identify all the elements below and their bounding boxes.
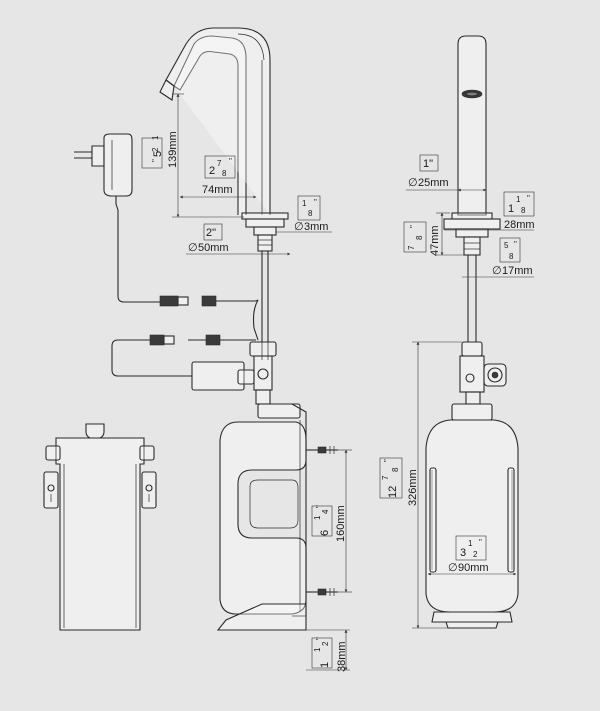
tank-height-den: 8 — [391, 467, 400, 472]
dim-spout-reach: 2 7 8 " 74mm — [179, 155, 257, 199]
bracket-num: 1 — [313, 515, 322, 520]
tank-height-whole: 12 — [387, 486, 399, 498]
diameter-icon: ∅ — [408, 177, 418, 189]
diameter-icon: ∅ — [294, 221, 304, 233]
diameter-icon: ∅ — [448, 562, 458, 574]
base-height-q: " — [409, 225, 418, 228]
foot-den: 2 — [321, 641, 330, 646]
body-dia-mm: 25mm — [418, 177, 449, 189]
tank-height-mm: 326mm — [407, 469, 419, 506]
base-height-mm: 47mm — [429, 225, 441, 256]
spout-reach-mm: 74mm — [202, 184, 233, 196]
tank-width-q: " — [479, 538, 482, 547]
bracket-mm: 160mm — [335, 505, 347, 542]
thread-mm: 3mm — [304, 221, 328, 233]
diameter-icon: ∅ — [188, 242, 198, 254]
base-height-den: 8 — [415, 235, 424, 240]
flange-num: 1 — [516, 195, 521, 204]
dim-base-height: 7 8 " 47mm — [403, 212, 464, 256]
thread-num: 1 — [302, 199, 307, 208]
spout-height-q: " — [151, 159, 160, 162]
shank-mm: 17mm — [502, 265, 533, 277]
base-height-num: 7 — [407, 245, 416, 250]
faucet-side-view — [111, 27, 289, 405]
base-dia-inch: 2" — [206, 227, 216, 239]
spout-reach-den: 8 — [222, 169, 227, 178]
dim-base-dia: 2" ∅ 50mm — [186, 223, 291, 256]
dim-bracket-spacing: 6 1 4 " 160mm — [311, 449, 352, 593]
foot-q: " — [315, 637, 324, 640]
shank-den: 8 — [509, 252, 514, 261]
tank-width-num: 1 — [468, 539, 473, 548]
shank-num: 5 — [504, 241, 509, 250]
power-adapter — [74, 133, 259, 307]
tank-height-q: " — [383, 459, 392, 462]
shank-q: " — [514, 240, 517, 249]
dim-flange-dia: 1 1 8 " 28mm — [444, 191, 535, 231]
dim-foot-height: 1 1 2 " 38mm — [306, 629, 350, 672]
tank-width-den: 2 — [473, 550, 478, 559]
dim-spout-height: 139mm 5 1 2 " — [141, 93, 244, 218]
tank-height-num: 7 — [381, 475, 390, 480]
spout-reach-num: 7 — [217, 159, 222, 168]
flange-q: " — [527, 194, 530, 203]
tank-cover-view — [43, 423, 157, 631]
bracket-den: 4 — [321, 509, 330, 514]
wall-screw-top — [306, 446, 338, 454]
diameter-icon: ∅ — [492, 265, 502, 277]
dim-shank-dia: 5 8 " ∅ 17mm — [462, 237, 534, 278]
faucet-front-view — [425, 35, 519, 629]
spout-reach-whole: 2 — [209, 165, 215, 177]
spout-height-num: 1 — [151, 135, 160, 140]
foot-whole: 1 — [319, 662, 331, 668]
dim-tank-height: 12 7 8 " 326mm — [379, 341, 462, 629]
flange-den: 8 — [521, 206, 526, 215]
thread-q: " — [314, 198, 317, 207]
dim-tank-width: 3 1 2 " ∅ 90mm — [427, 535, 517, 576]
tank-side-view — [216, 403, 338, 631]
foot-mm: 38mm — [336, 641, 348, 672]
flange-mm: 28mm — [504, 219, 535, 231]
spout-reach-q: " — [229, 157, 232, 166]
bracket-q: " — [315, 505, 324, 508]
wall-screw-bottom — [306, 588, 338, 596]
body-dia-inch: 1" — [423, 158, 433, 170]
foot-num: 1 — [313, 647, 322, 652]
dim-body-dia: 1" ∅ 25mm — [406, 154, 487, 192]
bracket-whole: 6 — [319, 530, 331, 536]
spout-height-mm: 139mm — [167, 131, 179, 168]
tank-width-whole: 3 — [460, 547, 466, 559]
spout-height-whole: 5 — [152, 151, 164, 157]
spout-height-den: 2 — [151, 147, 160, 152]
thread-den: 8 — [308, 209, 313, 218]
base-dia-mm: 50mm — [198, 242, 229, 254]
tank-width-mm: 90mm — [458, 562, 489, 574]
flange-whole: 1 — [508, 203, 514, 215]
dim-thread: 1 8 " ∅ 3mm — [276, 195, 332, 233]
